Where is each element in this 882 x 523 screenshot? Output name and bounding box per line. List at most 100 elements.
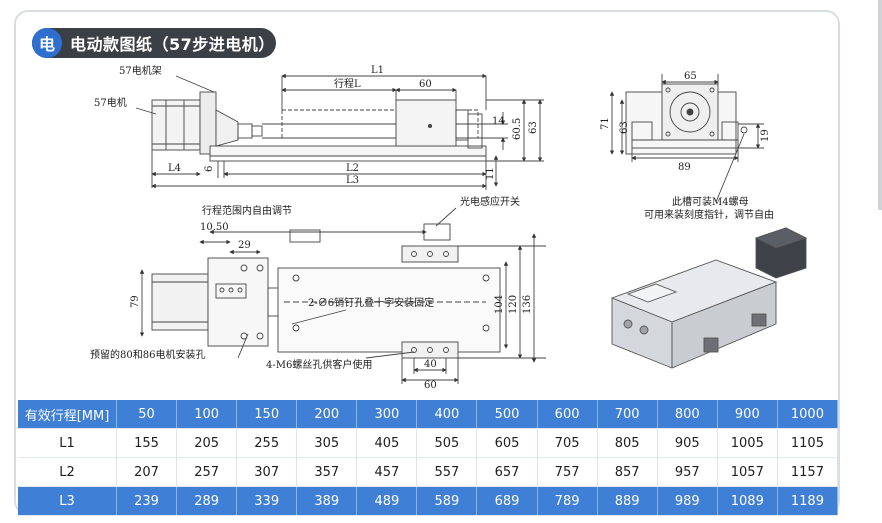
- dim-60-top: 60: [424, 380, 437, 391]
- dim-63-side: 63: [619, 121, 630, 134]
- row-header: L3: [18, 486, 117, 516]
- row-header: L2: [18, 457, 117, 487]
- table-cell: 500: [476, 400, 538, 429]
- table-cell: 589: [416, 486, 478, 516]
- table-cell: 505: [416, 428, 478, 458]
- label-motor-holes: 预留的80和86电机安装孔: [90, 348, 205, 361]
- motor-body: [151, 99, 201, 151]
- dim-14: 14: [492, 116, 505, 127]
- dim-l3: L3: [346, 175, 359, 186]
- table-cell: 1157: [777, 457, 839, 487]
- table-cell: 255: [236, 428, 298, 458]
- table-cell: 207: [116, 457, 178, 487]
- table-cell: 989: [657, 486, 718, 516]
- dim-104: 104: [494, 295, 505, 314]
- label-motor-mount: 57电机架: [119, 64, 162, 77]
- dim-79: 79: [130, 295, 141, 308]
- table-cell: 800: [657, 400, 718, 429]
- table-cell: 905: [657, 428, 718, 458]
- table-cell: 957: [657, 457, 718, 487]
- dim-40: 40: [424, 359, 437, 370]
- table-cell: 289: [176, 486, 238, 516]
- table-cell: 50: [116, 400, 178, 429]
- table-cell: 705: [537, 428, 598, 458]
- dim-11: 11: [485, 167, 496, 180]
- table-cell: 657: [476, 457, 538, 487]
- dim-l4: L4: [168, 163, 181, 174]
- row-header: 有效行程[MM]: [18, 400, 117, 429]
- table-cell: 789: [537, 486, 598, 516]
- table-cell: 1089: [717, 486, 778, 516]
- rail-base: [209, 145, 487, 157]
- table-cell: 557: [416, 457, 478, 487]
- dim-60-5: 60.5: [512, 118, 523, 140]
- isometric-view: [610, 227, 808, 369]
- table-cell: 357: [296, 457, 358, 487]
- table-cell: 457: [356, 457, 418, 487]
- dim-6: 6: [204, 166, 215, 172]
- label-pin-holes: 2-∅6销钉孔叠十字安装固定: [308, 296, 434, 309]
- row-header: L1: [18, 428, 117, 458]
- carriage: [395, 99, 457, 147]
- motor-mount: [199, 91, 217, 155]
- dim-travel: 行程L: [334, 77, 361, 90]
- label-m6-holes: 4-M6螺丝孔供客户使用: [266, 358, 372, 371]
- dim-l2: L2: [346, 163, 359, 174]
- table-cell: 600: [537, 400, 598, 429]
- top-rail: [277, 267, 501, 353]
- dim-65: 65: [684, 71, 697, 82]
- table-cell: 757: [537, 457, 598, 487]
- table-cell: 1000: [777, 400, 839, 429]
- table-cell: 200: [296, 400, 358, 429]
- label-motor: 57电机: [94, 96, 127, 109]
- table-cell: 857: [597, 457, 658, 487]
- dim-10-50: 10.50: [200, 222, 229, 233]
- dim-136: 136: [522, 295, 533, 314]
- side-view: [609, 74, 764, 203]
- table-cell: 257: [176, 457, 238, 487]
- top-view: [139, 207, 546, 384]
- label-sensor: 光电感应开关: [460, 195, 520, 208]
- table-cell: 389: [296, 486, 358, 516]
- table-cell: 400: [416, 400, 478, 429]
- table-cell: 1105: [777, 428, 839, 458]
- table-cell: 155: [116, 428, 178, 458]
- table-cell: 405: [356, 428, 418, 458]
- dim-19: 19: [760, 129, 771, 142]
- scrollbar[interactable]: [878, 0, 882, 210]
- table-cell: 1005: [717, 428, 778, 458]
- title-text: 电动款图纸（57步进电机）: [70, 35, 275, 54]
- dim-63: 63: [528, 121, 539, 134]
- table-cell: 900: [717, 400, 778, 429]
- table-cell: 605: [476, 428, 538, 458]
- table-cell: 700: [597, 400, 658, 429]
- table-cell: 100: [176, 400, 238, 429]
- table-cell: 205: [176, 428, 238, 458]
- dim-l1: L1: [371, 65, 384, 76]
- technical-drawings: 57电机架 57电机 L1 行程L 60 L4 L2 L3 6 14 60.5 …: [90, 64, 808, 391]
- table-cell: 150: [236, 400, 298, 429]
- side-note-2: 可用来装刻度指针，调节自由: [644, 208, 774, 221]
- table-cell: 1189: [777, 486, 839, 516]
- table-cell: 489: [356, 486, 418, 516]
- front-view: [135, 73, 544, 190]
- dim-89: 89: [678, 162, 691, 173]
- table-cell: 307: [236, 457, 298, 487]
- title-badge: 电: [32, 28, 62, 58]
- table-cell: 805: [597, 428, 658, 458]
- side-note-1: 此槽可装M4螺母: [672, 195, 749, 208]
- page-title: 电 电动款图纸（57步进电机）: [32, 28, 276, 58]
- table-cell: 689: [476, 486, 538, 516]
- table-cell: 339: [236, 486, 298, 516]
- table-cell: 889: [597, 486, 658, 516]
- dim-60: 60: [419, 79, 432, 90]
- table-cell: 300: [356, 400, 418, 429]
- label-travel-adjust: 行程范围内自由调节: [202, 204, 292, 217]
- table-cell: 1057: [717, 457, 778, 487]
- dim-71: 71: [600, 117, 611, 130]
